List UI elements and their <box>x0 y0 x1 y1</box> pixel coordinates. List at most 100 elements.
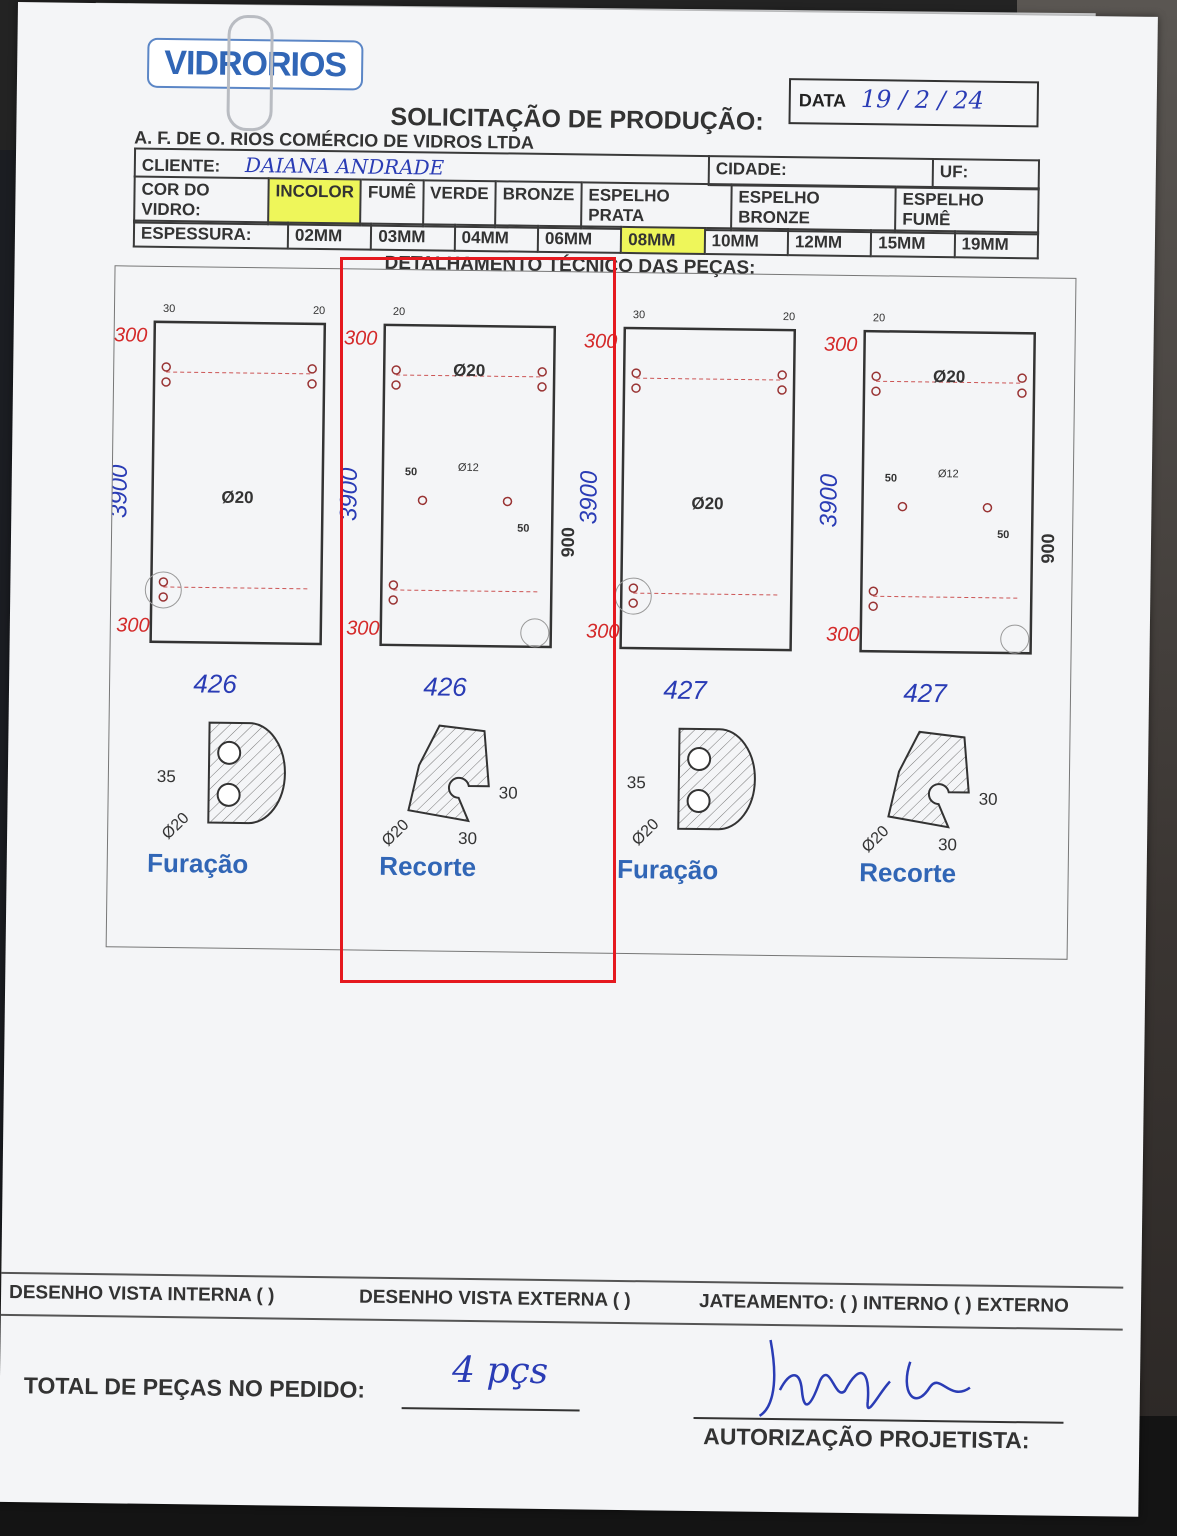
glass-piece-3 <box>619 326 797 652</box>
piece-2-top-line <box>396 374 543 378</box>
piece-3-detail-hole-1 <box>687 746 712 771</box>
date-box: DATA 19 / 2 / 24 <box>788 78 1040 128</box>
thickness-label: ESPESSURA: <box>133 220 289 249</box>
piece-2-side-dim-1: 20 <box>393 306 405 318</box>
piece-3-detail-label: Furação <box>617 854 719 885</box>
piece-4-hole-3 <box>1017 373 1027 383</box>
piece-4-small-hole-1 <box>897 501 908 512</box>
piece-4-bottom-dim: 300 <box>826 624 860 646</box>
piece-4-cut-dim-2: 50 <box>997 529 1009 541</box>
thickness-option-06: 06MM <box>537 225 622 253</box>
thickness-option-15: 15MM <box>871 230 955 258</box>
piece-3-height: 3900 <box>575 470 603 524</box>
piece-4-small-hole-2 <box>982 502 993 513</box>
piece-4-detail-dim-2: 30 <box>938 835 957 854</box>
piece-4-detail-label: Recorte <box>859 857 956 888</box>
color-option-verde: VERDE <box>422 180 496 228</box>
color-option-espelho-fume: ESPELHO FUMÊ <box>895 186 1039 235</box>
designer-signature <box>758 1339 971 1417</box>
piece-4-detail-shape <box>887 730 970 829</box>
thickness-option-04: 04MM <box>454 224 539 252</box>
color-option-espelho-bronze: ESPELHO BRONZE <box>730 184 896 233</box>
piece-1-hole-label: Ø20 <box>221 488 253 507</box>
piece-2-bottom-dim: 300 <box>346 617 380 639</box>
piece-2-bottom-line <box>393 589 540 593</box>
piece-1-detail-label: Furação <box>147 848 249 879</box>
piece-2-hole-6 <box>388 595 398 605</box>
piece-2-cut-dim-3: 900 <box>558 527 578 557</box>
piece-4-width: 427 <box>903 678 948 709</box>
piece-1-detail-hole-1 <box>217 740 242 765</box>
thickness-option-19: 19MM <box>954 231 1039 259</box>
piece-3-detail-dim-1: 35 <box>627 773 646 792</box>
paper-clip <box>226 14 274 132</box>
piece-4-bottom-line <box>873 595 1020 599</box>
thickness-option-08: 08MM <box>621 226 705 255</box>
piece-3-hole-label: Ø20 <box>691 494 723 513</box>
piece-3-detail-shape <box>677 727 756 831</box>
piece-3-detail-hole-2 <box>686 788 711 813</box>
total-label: TOTAL DE PEÇAS NO PEDIDO: <box>23 1372 366 1403</box>
authorization-label: AUTORIZAÇÃO PROJETISTA: <box>703 1423 1030 1454</box>
piece-2-width: 426 <box>423 671 467 702</box>
piece-3-hole-4 <box>777 385 787 395</box>
piece-3-side-dim-1: 30 <box>633 309 645 321</box>
view-options-row: DESENHO VISTA INTERNA ( ) DESENHO VISTA … <box>0 1271 1124 1331</box>
piece-4-cut-dim-3: 900 <box>1038 533 1058 563</box>
piece-1-hole-6 <box>158 592 168 602</box>
jateamento-option: JATEAMENTO: ( ) INTERNO ( ) EXTERNO <box>698 1291 1069 1317</box>
piece-4-height: 3900 <box>815 473 843 527</box>
piece-3-bottom-line <box>633 592 780 596</box>
piece-2-small-hole-1 <box>417 495 428 506</box>
piece-2-detail-label: Recorte <box>379 851 476 882</box>
client-label: CLIENTE: <box>141 155 221 176</box>
uf-label: UF: <box>939 162 969 182</box>
piece-2-small-hole-label: Ø12 <box>458 462 479 474</box>
piece-2-hole-5 <box>388 580 399 590</box>
piece-4-detail-dim-1: 30 <box>979 790 998 809</box>
piece-3-hole-1 <box>631 368 641 378</box>
client-value: DAIANA ANDRADE <box>244 152 445 180</box>
piece-2-hole-1 <box>391 365 401 375</box>
thickness-option-12: 12MM <box>787 229 872 257</box>
city-label: CIDADE: <box>715 159 787 180</box>
piece-1-hole-circle <box>144 571 182 609</box>
piece-1-side-dim-2: 20 <box>313 305 325 317</box>
view-internal: DESENHO VISTA INTERNA ( ) <box>8 1281 275 1307</box>
piece-2-detail-dim-2: 30 <box>458 829 477 848</box>
thickness-option-10: 10MM <box>704 228 789 256</box>
production-form: VIDRORIOS DATA 19 / 2 / 24 SOLICITAÇÃO D… <box>0 2 1158 1517</box>
piece-3-bottom-dim: 300 <box>586 620 620 642</box>
color-option-fume: FUMÊ <box>360 179 424 227</box>
piece-4-hole-label: Ø20 <box>933 367 965 386</box>
piece-2-detail-shape <box>407 724 490 823</box>
piece-4-hole-2 <box>871 386 881 397</box>
piece-4-hole-4 <box>1017 388 1027 398</box>
view-external: DESENHO VISTA EXTERNA ( ) <box>358 1286 631 1312</box>
piece-1-top-dim: 300 <box>114 324 148 346</box>
piece-3-top-line <box>636 377 783 381</box>
piece-2-hole-4 <box>537 382 547 392</box>
total-value: 4 pçs <box>451 1349 549 1393</box>
piece-2-small-hole-2 <box>502 496 513 507</box>
thickness-option-02: 02MM <box>287 222 372 250</box>
piece-4-cut-dim-1: 50 <box>885 472 897 484</box>
piece-1-bottom-line <box>163 586 310 590</box>
piece-1-top-line <box>166 371 313 375</box>
piece-1-detail-hole-2 <box>216 782 241 807</box>
piece-1-hole-5 <box>158 577 169 587</box>
color-option-espelho-prata: ESPELHO PRATA <box>581 182 732 231</box>
piece-2-cutout-circle <box>520 618 550 648</box>
piece-1-hole-2 <box>161 377 171 387</box>
piece-4-top-line <box>876 380 1023 384</box>
piece-1-hole-3 <box>307 364 317 374</box>
piece-4-cutout-circle <box>1000 624 1030 654</box>
glass-color-label: COR DO VIDRO: <box>134 176 269 225</box>
piece-3-hole-3 <box>777 370 787 380</box>
piece-1-detail-dim-2: Ø20 <box>159 810 193 843</box>
piece-3-top-dim: 300 <box>584 330 618 352</box>
glass-piece-1 <box>149 320 327 646</box>
piece-1-hole-4 <box>307 379 317 389</box>
